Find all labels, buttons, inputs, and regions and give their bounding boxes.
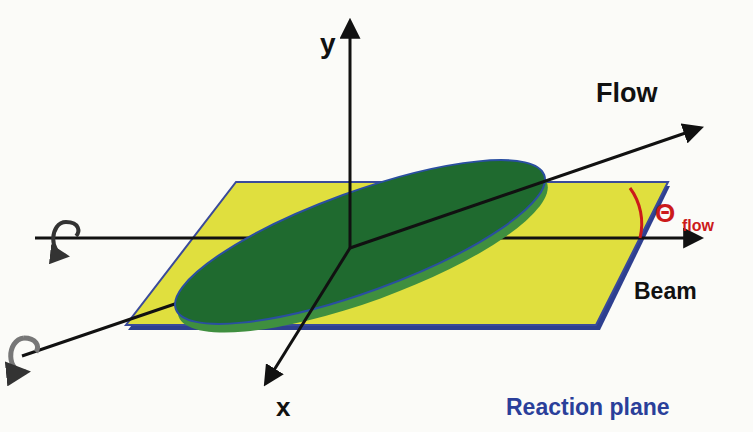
collision-ellipse: [159, 128, 562, 356]
angle-symbol: Θ: [655, 200, 675, 226]
flow-arrow: [350, 128, 700, 248]
rotation-symbol: [66, 222, 78, 236]
rotation-symbol: [11, 338, 26, 372]
rotation-symbol: [53, 222, 66, 256]
y-axis: [349, 22, 352, 248]
plane-label: Reaction plane: [506, 396, 670, 419]
flow-angle-arc: [630, 188, 642, 238]
flow-label: Flow: [596, 80, 658, 107]
x-axis: [266, 248, 350, 383]
axis-label: x: [276, 394, 290, 420]
axis-label: y: [320, 30, 336, 58]
rotation-symbol: [24, 338, 38, 352]
angle-subscript: flow: [682, 218, 714, 234]
beam-label: Beam: [634, 280, 697, 303]
